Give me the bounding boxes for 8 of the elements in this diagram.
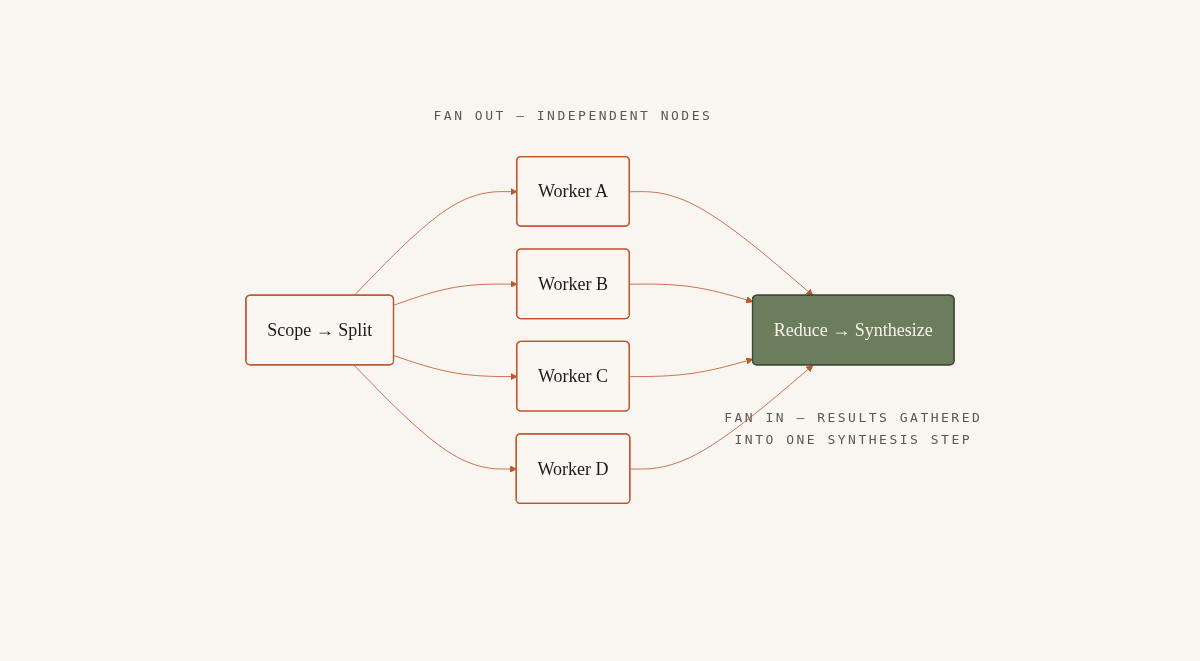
- annotation-text: FAN OUT — INDEPENDENT NODES: [433, 106, 713, 125]
- annotation-text: FAN IN — RESULTS GATHERED INTO ONE SYNTHESIS STEP: [723, 408, 984, 449]
- process-box: Worker C: [516, 340, 630, 412]
- process-box: Worker D: [515, 433, 631, 505]
- process-box: Reduce → Synthesize: [751, 294, 955, 366]
- process-box: Scope → Split: [245, 294, 395, 366]
- process-box: Worker A: [516, 155, 630, 227]
- process-box: Worker B: [516, 248, 630, 320]
